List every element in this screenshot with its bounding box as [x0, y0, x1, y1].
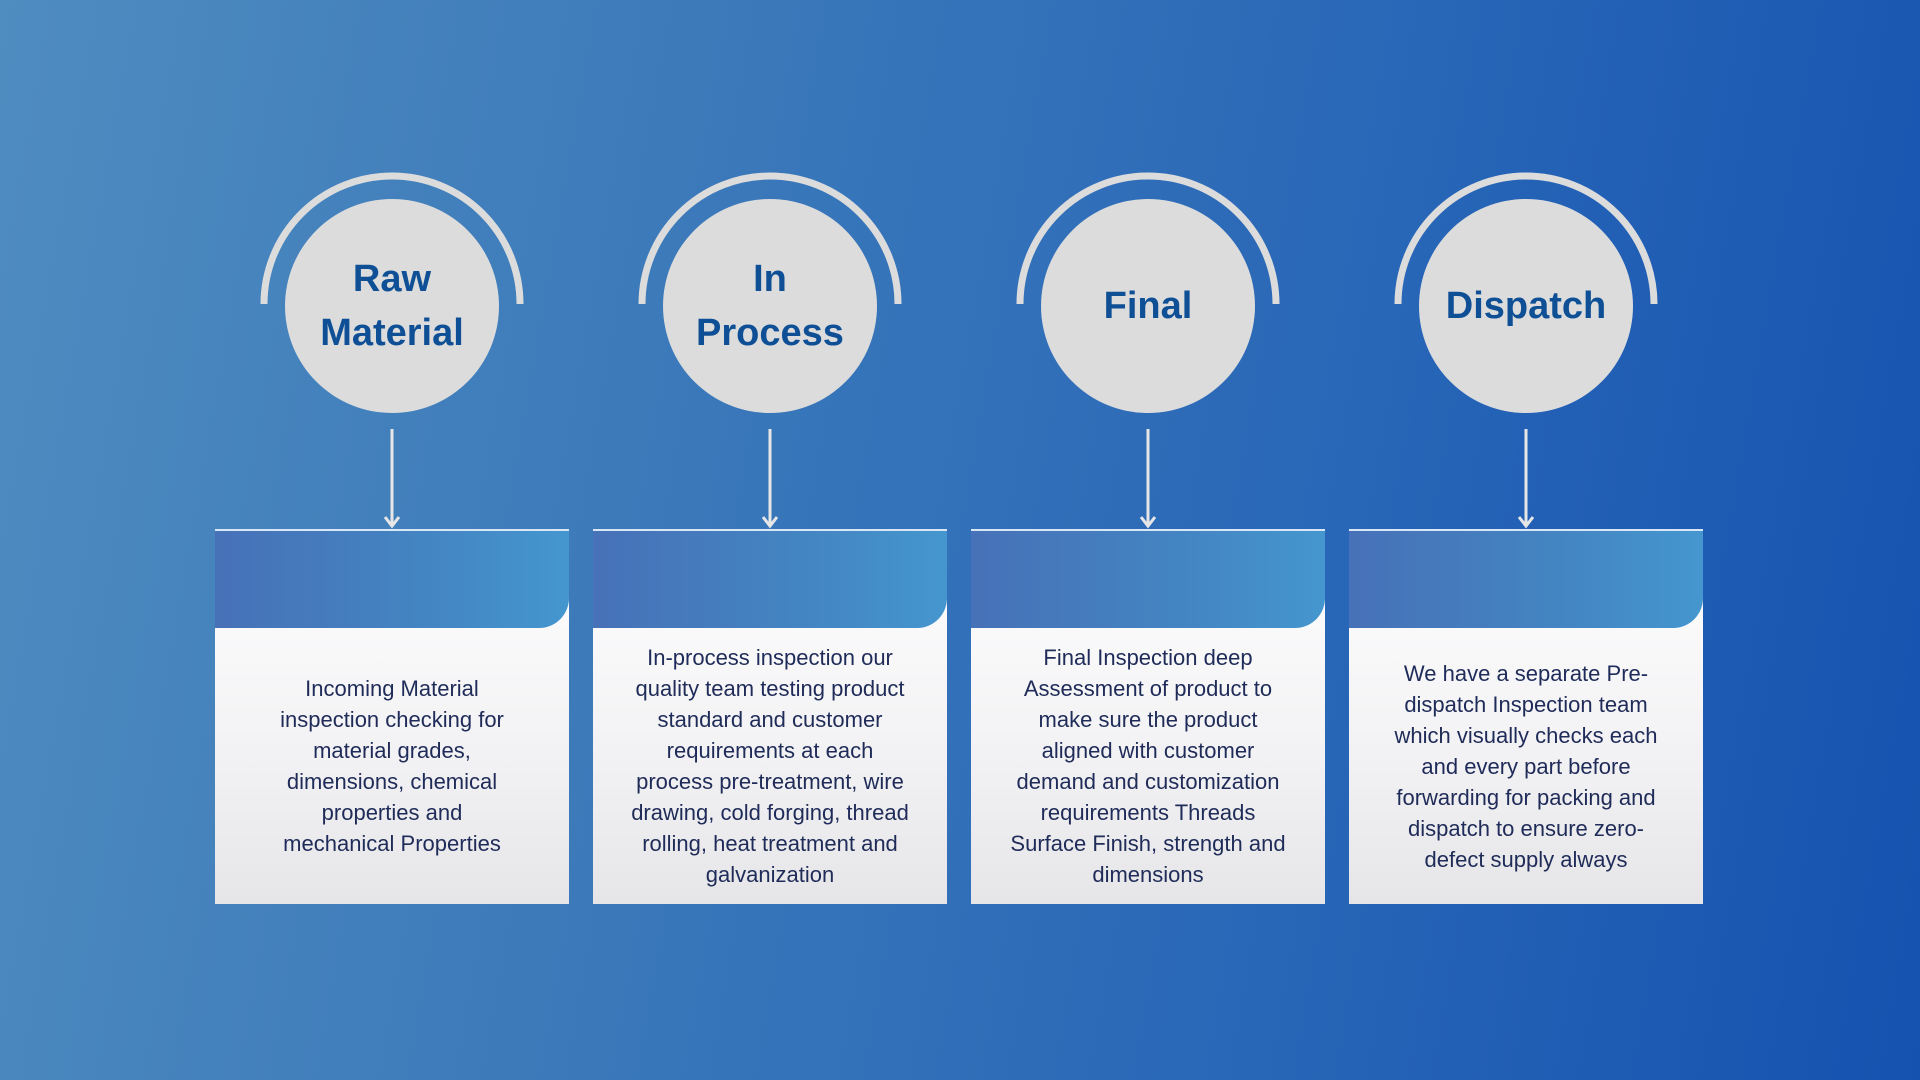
arc-decoration — [1394, 172, 1658, 304]
card-header-band — [971, 531, 1325, 628]
step-description: Incoming Material inspection checking fo… — [280, 676, 504, 856]
step-description: In-process inspection our quality team t… — [631, 645, 909, 887]
step-dispatch: Dispatch We have a separate Pre- dispatc… — [1349, 0, 1703, 1080]
arc-decoration — [260, 172, 524, 304]
arrow-down-icon — [383, 429, 401, 529]
step-circle: Dispatch — [1419, 199, 1633, 413]
step-title: Dispatch — [1445, 285, 1607, 327]
arc-decoration — [638, 172, 902, 304]
step-circle: In Process — [663, 199, 877, 413]
step-card: We have a separate Pre- dispatch Inspect… — [1349, 529, 1703, 904]
step-card: Incoming Material inspection checking fo… — [215, 529, 569, 904]
step-circle: Final — [1041, 199, 1255, 413]
card-header-band — [215, 531, 569, 628]
step-circle: Raw Material — [285, 199, 499, 413]
step-title: Raw Material — [320, 258, 464, 354]
step-card: Final Inspection deep Assessment of prod… — [971, 529, 1325, 904]
step-title: In Process — [696, 258, 844, 354]
arc-decoration — [1016, 172, 1280, 304]
card-header-band — [1349, 531, 1703, 628]
step-description: We have a separate Pre- dispatch Inspect… — [1394, 660, 1658, 872]
arrow-down-icon — [1517, 429, 1535, 529]
step-description: Final Inspection deep Assessment of prod… — [1010, 645, 1286, 887]
arrow-down-icon — [1139, 429, 1157, 529]
card-header-band — [593, 531, 947, 628]
step-card: In-process inspection our quality team t… — [593, 529, 947, 904]
arrow-down-icon — [761, 429, 779, 529]
step-raw-material: Raw Material Incoming Material inspectio… — [215, 0, 569, 1080]
step-title: Final — [1103, 285, 1193, 327]
step-final: Final Final Inspection deep Assessment o… — [971, 0, 1325, 1080]
step-in-process: In Process In-process inspection our qua… — [593, 0, 947, 1080]
